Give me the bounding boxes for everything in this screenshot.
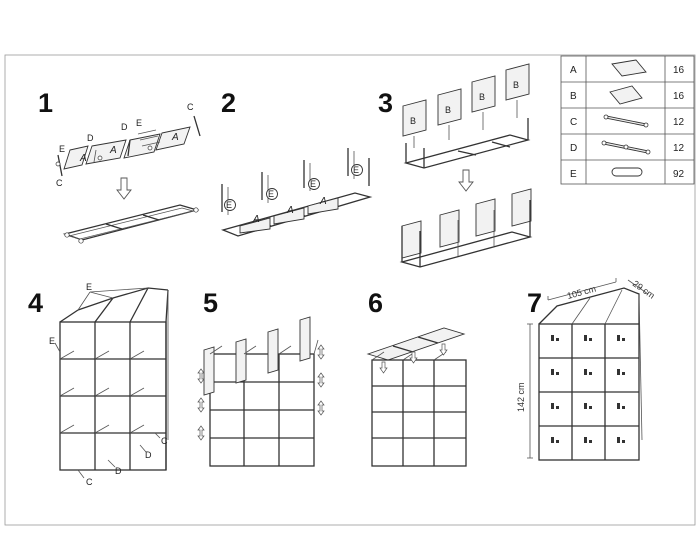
step-7-dim-width: 105 cm [566,284,597,301]
step-4-label-e-left: E [49,336,55,346]
step-1-label-a1: A [79,153,87,164]
dimension-lines [527,278,649,459]
step-7-dim-height: 142 cm [516,382,526,412]
part-letter-e: E [570,169,577,180]
step-4-label-e-top: E [86,282,92,292]
step-3-label-b3: B [479,92,485,102]
step-7-dim-depth: 29 cm [631,278,657,300]
step-2-frame [220,148,373,237]
step-5: 5 [197,288,325,467]
part-qty-c: 12 [673,117,685,128]
part-qty-b: 16 [673,91,685,102]
part-letter-d: D [570,143,577,154]
down-arrow-icon [458,169,474,192]
step-1-exploded-frame [55,115,201,177]
step-3: 3 B B B B [378,63,533,268]
step-1-label-a2: A [109,145,117,156]
step-6: 6 [366,288,467,467]
step-4-label-c-right: C [161,436,168,446]
connector-d-icon [601,140,651,155]
step-1-label-c1: C [56,178,63,188]
step-2-label-e4: E [353,165,359,175]
step-2-label-a3: A [319,196,327,207]
part-letter-a: A [570,65,577,76]
step-2-label-e2: E [268,189,274,199]
step-1-label-e: E [59,144,65,154]
down-arrow-icon [379,343,448,374]
step-4-number: 4 [28,288,43,318]
step-1-label-c2: C [187,102,194,112]
down-arrow-icon [116,177,132,200]
panel-a-icon [611,59,647,77]
part-qty-d: 12 [673,143,685,154]
step-2-number: 2 [221,88,236,118]
parts-row-c: C 12 [570,114,685,128]
step-5-shelf [197,316,325,467]
panel-b-icon [609,85,643,105]
step-5-number: 5 [203,288,218,318]
parts-row-a: A 16 [570,59,685,77]
part-letter-b: B [570,91,577,102]
step-7-shelf [527,278,649,461]
step-7-number: 7 [527,288,542,318]
step-3-label-b2: B [445,105,451,115]
step-1-label-a3: A [171,132,179,143]
step-2: 2 E E E [220,88,373,237]
step-2-label-a2: A [286,205,294,216]
step-2-label-e3: E [310,179,316,189]
step-3-label-b1: B [410,116,416,126]
step-6-number: 6 [368,288,383,318]
part-qty-a: 16 [673,65,685,76]
parts-table: A 16 B 16 C 12 D [560,55,695,185]
pin-e-icon [224,164,363,211]
step-7: 7 [516,278,657,461]
step-1-assembled-frame [62,204,200,244]
step-3-number: 3 [378,88,393,118]
parts-row-b: B 16 [570,85,685,105]
parts-row-d: D 12 [570,140,685,155]
connector-c-icon [603,114,649,128]
step-3-label-b4: B [513,80,519,90]
part-qty-e: 92 [673,169,685,180]
step-2-label-a1: A [252,214,260,225]
step-2-label-e1: E [226,200,232,210]
step-3-frame-assembled [399,188,533,268]
step-1-label-d1: D [87,133,94,143]
step-6-shelf [366,327,467,467]
step-4-shelf [54,287,169,479]
pin-e-icon [611,167,643,177]
step-1-number: 1 [38,88,53,118]
part-letter-c: C [570,117,577,128]
parts-row-e: E 92 [570,167,685,180]
step-1-label-d2: D [121,122,128,132]
step-3-frame-top [402,63,531,169]
step-4-label-d-right: D [145,450,152,460]
shelf-item-icon [551,335,625,443]
step-4: 4 [28,282,169,487]
step-4-label-c-bottom: C [86,477,93,487]
double-arrow-icon [197,344,325,441]
sheet-border [4,54,696,526]
step-1-label-e2: E [136,118,142,128]
step-4-label-d-bottom: D [115,466,122,476]
step-1: 1 E C D D E C A A A [38,88,201,244]
